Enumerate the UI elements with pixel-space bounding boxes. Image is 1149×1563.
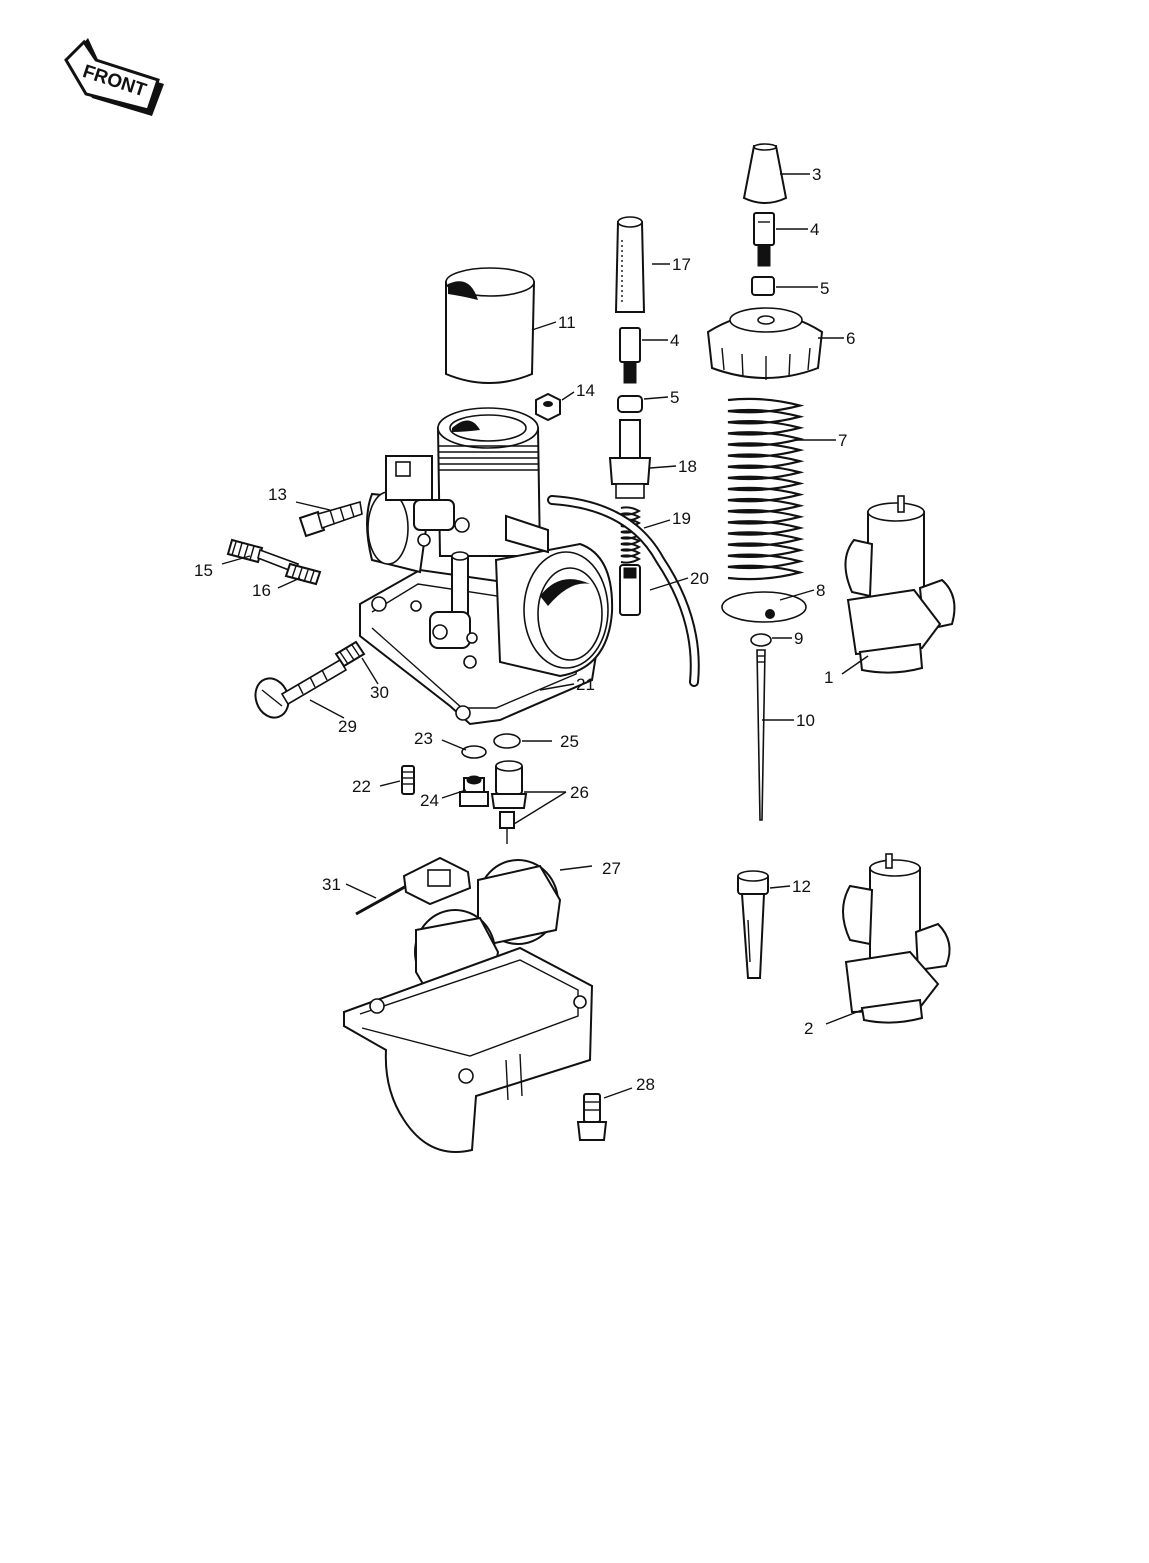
callout-6: 6 [846,329,855,348]
part-float-chamber [343,946,594,1153]
part-float-pin [355,882,411,916]
callout-16: 16 [252,581,271,600]
part-cover-screw [298,500,363,538]
part-cable-adjuster-center [619,327,641,384]
callout-1: 1 [824,668,833,687]
part-main-jet [499,811,515,844]
part-needle-jet [490,760,528,809]
callout-31: 31 [322,875,341,894]
callout-7: 7 [838,431,847,450]
part-pilot-jet [401,765,415,795]
callout-15: 15 [194,561,213,580]
part-nut [535,392,561,422]
callout-20: 20 [690,569,709,588]
callout-18: 18 [678,457,697,476]
callout-22: 22 [352,777,371,796]
part-washer-23 [461,745,487,759]
part-drain-screw [576,1093,608,1141]
part-starter-plunger [619,564,641,616]
part-throttle-stop-screw [226,538,300,574]
callout-13: 13 [268,485,287,504]
part-throttle-valve [445,267,536,384]
callout-4-center: 4 [670,331,679,350]
part-starter-plunger-cap [608,419,652,499]
callout-27: 27 [602,859,621,878]
part-jet-needle [756,649,766,821]
part-jet-holder [459,775,489,807]
part-air-screw-spring [334,640,366,668]
part-carburetor-assembly-1 [844,495,956,674]
part-throttle-stop-spring [284,562,322,586]
callout-3: 3 [812,165,821,184]
callout-30: 30 [370,683,389,702]
part-needle-jet-right [737,870,769,979]
callout-2: 2 [804,1019,813,1038]
callout-12: 12 [792,877,811,896]
callout-4-right: 4 [810,220,819,239]
callout-28: 28 [636,1075,655,1094]
callout-26: 26 [570,783,589,802]
callout-29: 29 [338,717,357,736]
callout-5-right: 5 [820,279,829,298]
callout-24: 24 [420,791,439,810]
callout-25: 25 [560,732,579,751]
callout-17: 17 [672,255,691,274]
part-locknut-center [617,395,643,413]
leader-lines [221,173,869,1099]
part-throttle-valve-spring [727,397,805,581]
callout-19: 19 [672,509,691,528]
part-air-screw [254,658,348,719]
callout-10: 10 [796,711,815,730]
callout-labels: 3 4 5 6 7 8 9 10 1 17 4 5 18 19 20 11 14… [194,165,855,1094]
part-needle-retainer-plate [721,591,807,623]
part-washer-25 [493,733,521,749]
callout-8: 8 [816,581,825,600]
part-locknut-right [751,276,775,296]
callout-21: 21 [576,675,595,694]
part-needle-clip [750,633,772,647]
part-rubber-cap [742,143,788,204]
callout-11: 11 [558,313,576,332]
part-carburetor-assembly-2 [842,853,951,1024]
part-mixing-chamber-top [706,307,824,380]
callout-5-center: 5 [670,388,679,407]
callout-14: 14 [576,381,595,400]
front-arrow-icon: FRONT [64,38,164,116]
callout-23: 23 [414,729,433,748]
part-carburetor-body [359,407,614,726]
part-cable-adjuster-right [753,212,775,267]
callout-9: 9 [794,629,803,648]
part-cable-boot [614,216,646,313]
